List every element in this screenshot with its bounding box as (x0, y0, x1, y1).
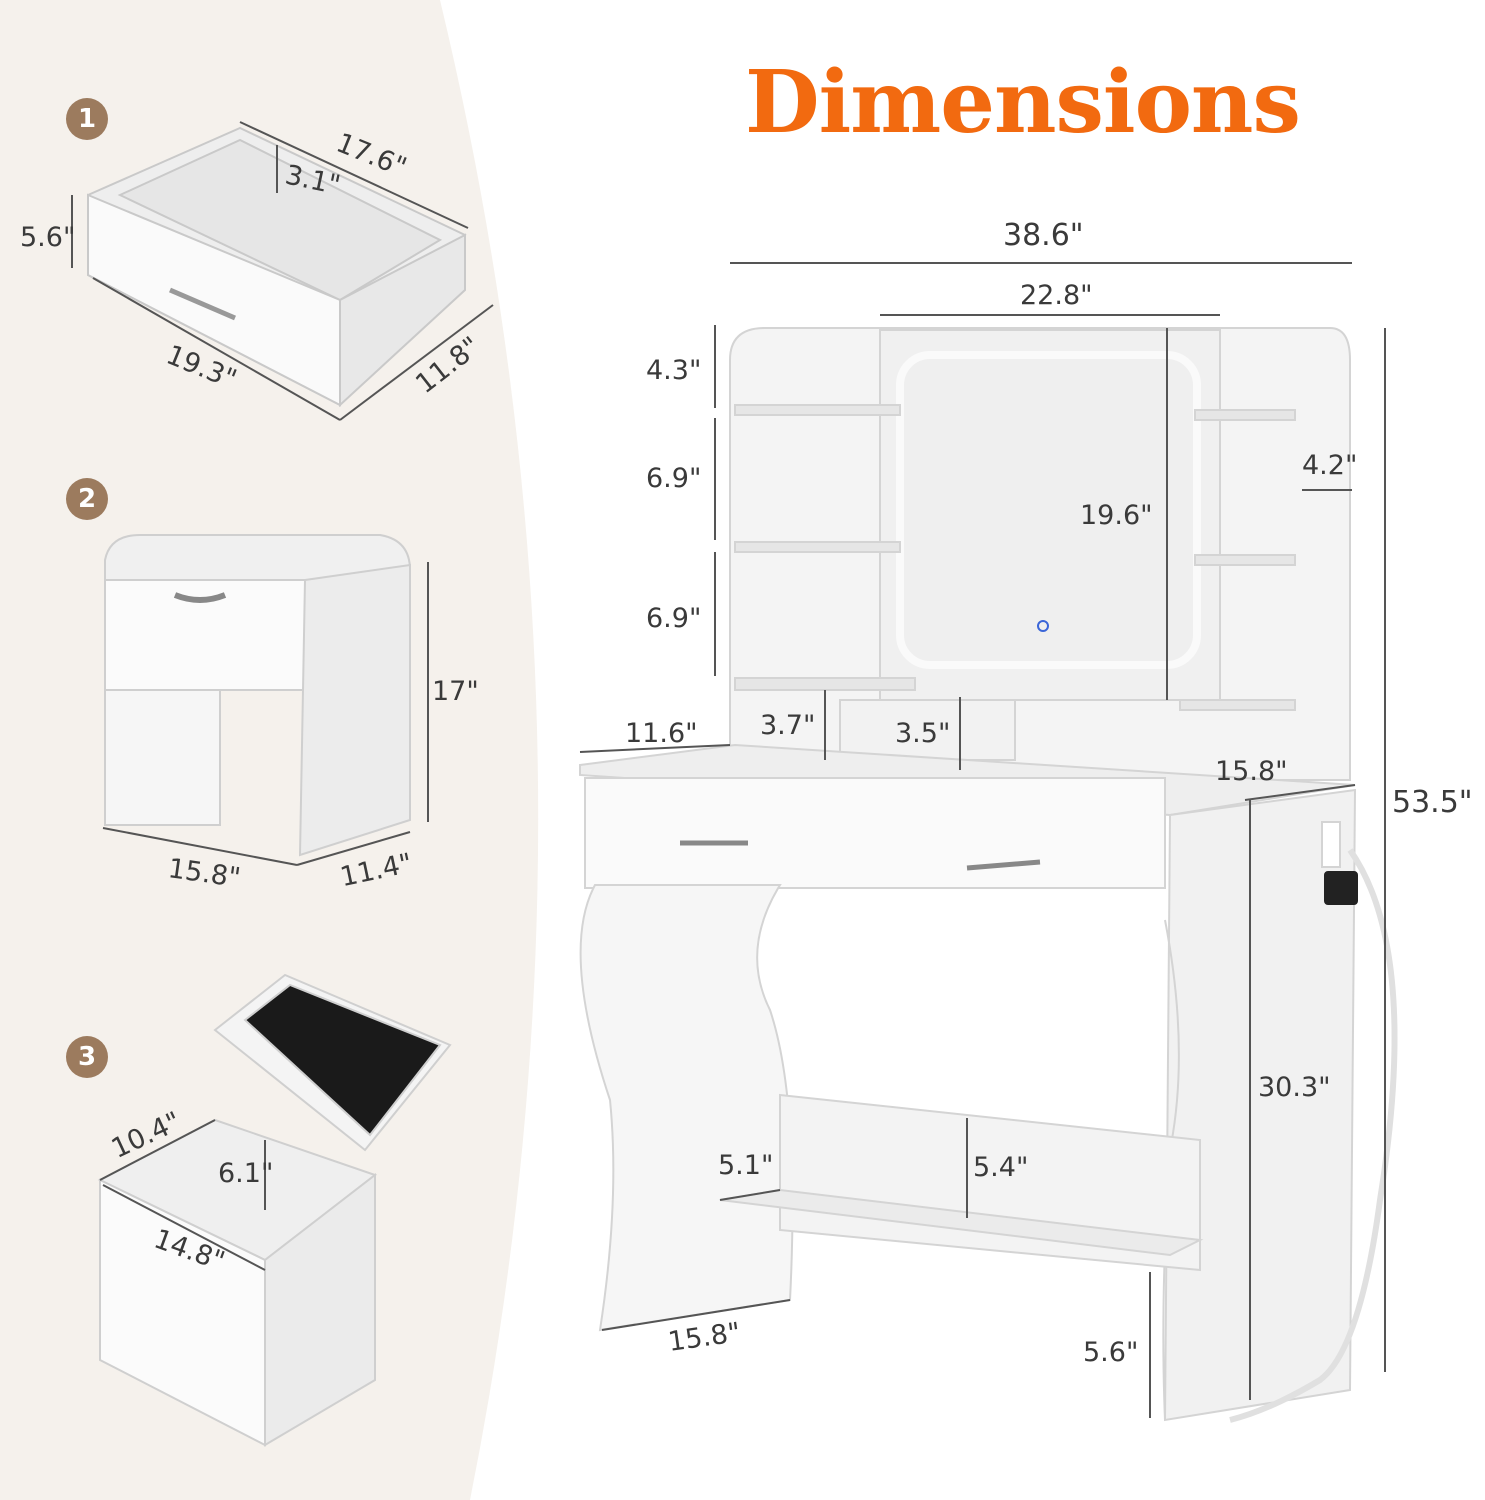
step-badge-3: 3 (66, 1036, 108, 1078)
step-badge-2: 2 (66, 478, 108, 520)
floor-clearance-label: 5.6" (1083, 1337, 1139, 1368)
desk-depth-label: 15.8" (1215, 756, 1288, 787)
mirror-height-label: 19.6" (1080, 500, 1153, 531)
vanity-illustration (579, 327, 1398, 1423)
bottom-shelf-front-label: 5.1" (718, 1150, 774, 1181)
stool-illustration (104, 534, 411, 857)
stool-inner-height-label: 6.1" (218, 1158, 274, 1189)
total-height-label: 53.5" (1392, 785, 1473, 820)
left-cubby-height-label: 3.7" (760, 710, 816, 741)
dimension-lines (71, 121, 1386, 1418)
center-box-height-label: 3.5" (895, 718, 951, 749)
left-panel-background (0, 0, 539, 1500)
stool-open-illustration (97, 973, 452, 1447)
top-shelf-height-label: 4.3" (646, 355, 702, 386)
stool-height-label: 17" (432, 676, 479, 707)
drawer-height-label: 5.6" (20, 222, 76, 253)
bottom-shelf-back-label: 5.4" (973, 1152, 1029, 1183)
desk-left-depth-label: 11.6" (625, 718, 698, 749)
step-badge-1: 1 (66, 98, 108, 140)
vanity-total-width-label: 38.6" (1003, 218, 1084, 253)
side-shelf-depth-label: 4.2" (1302, 450, 1358, 481)
page-title: Dimensions (745, 52, 1301, 153)
desk-height-label: 30.3" (1258, 1072, 1331, 1103)
mirror-width-label: 22.8" (1020, 280, 1093, 311)
lower-shelf-height-label: 6.9" (646, 603, 702, 634)
drawer-illustration (87, 126, 467, 408)
middle-shelf-height-label: 6.9" (646, 463, 702, 494)
